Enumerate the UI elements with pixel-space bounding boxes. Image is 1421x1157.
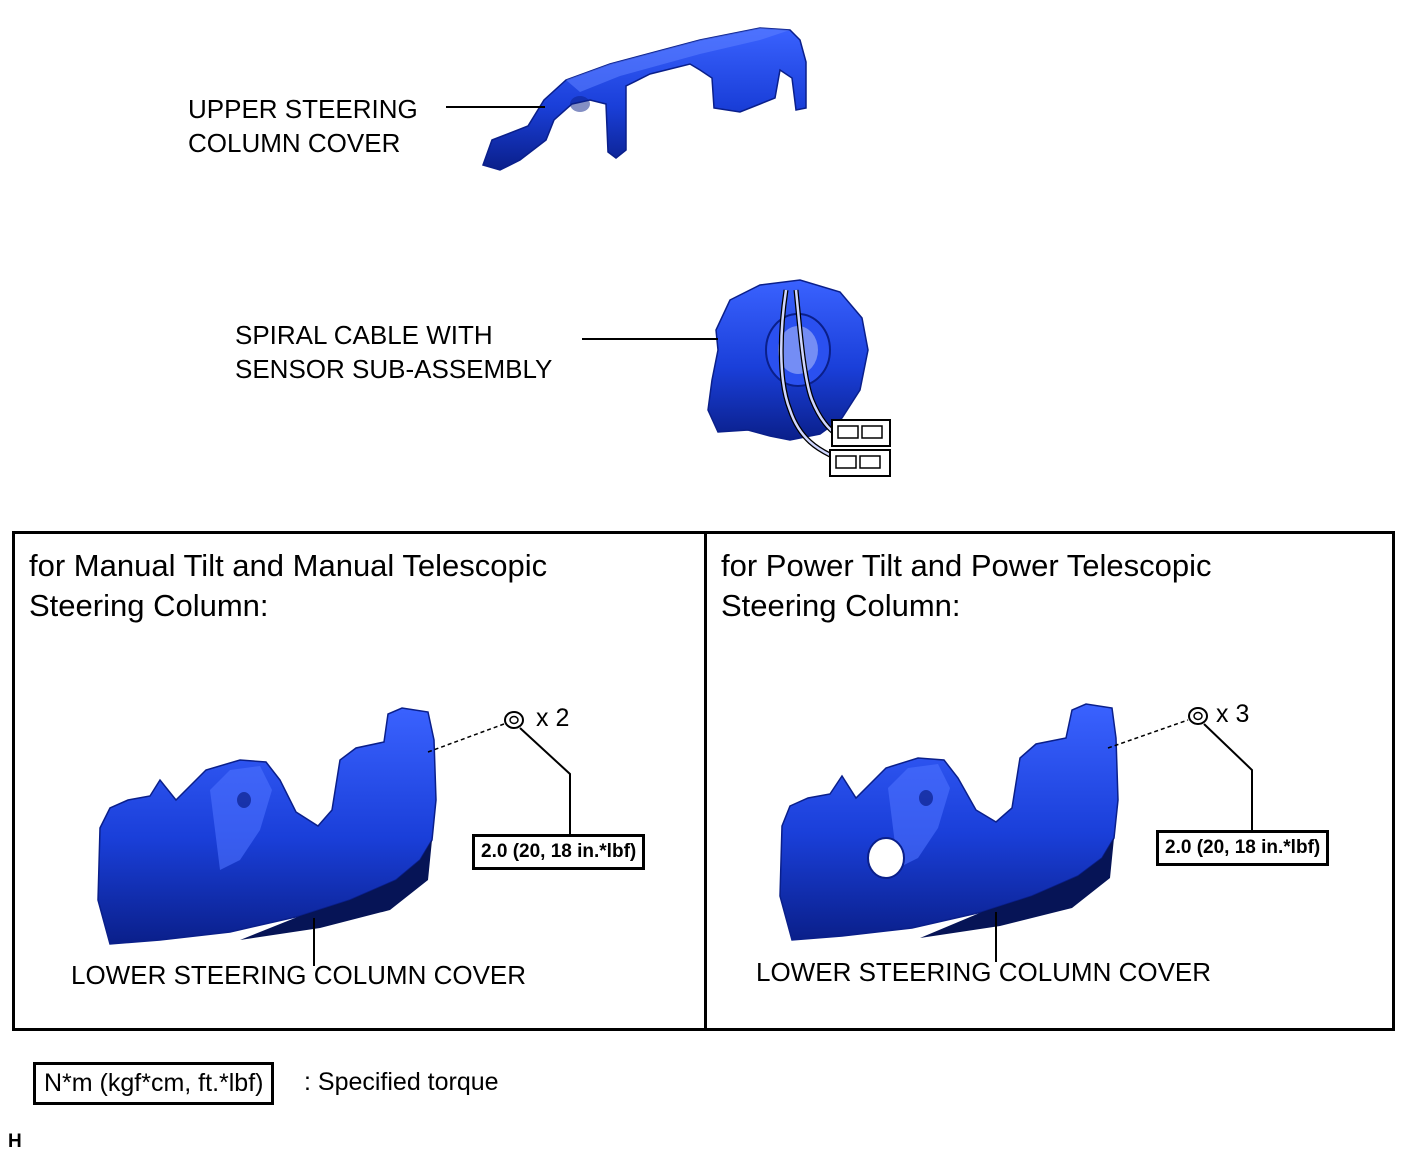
bolt-quantity: x 3 <box>1216 700 1250 728</box>
panel-title-line: for Manual Tilt and Manual Telescopic <box>29 548 548 583</box>
lower-cover-right-illustration <box>779 703 1119 941</box>
bolt-icon <box>504 711 524 729</box>
legend-description: : Specified torque <box>304 1068 499 1096</box>
panel-power-tilt: for Power Tilt and Power Telescopic Stee… <box>704 531 1395 1031</box>
upper-cover-label-line: COLUMN COVER <box>188 128 401 158</box>
bolt-quantity: x 2 <box>536 704 570 732</box>
spiral-cable-label-line: SPIRAL CABLE WITH <box>235 320 493 350</box>
panel-title-line: Steering Column: <box>721 588 961 623</box>
panel-manual-tilt: for Manual Tilt and Manual Telescopic St… <box>12 531 707 1031</box>
bolt-icon <box>1188 707 1208 725</box>
upper-cover-label-line: UPPER STEERING <box>188 94 418 124</box>
spiral-cable-illustration <box>707 279 891 477</box>
panel-title: for Power Tilt and Power Telescopic Stee… <box>721 546 1212 626</box>
panel-title: for Manual Tilt and Manual Telescopic St… <box>29 546 547 626</box>
lower-cover-label: LOWER STEERING COLUMN COVER <box>71 960 527 990</box>
upper-cover-label: UPPER STEERING COLUMN COVER <box>188 92 418 160</box>
panel-title-line: for Power Tilt and Power Telescopic <box>721 548 1212 583</box>
spiral-cable-label: SPIRAL CABLE WITH SENSOR SUB-ASSEMBLY <box>235 318 552 386</box>
upper-cover-illustration <box>482 27 807 171</box>
bolt-axis-right <box>1107 719 1189 749</box>
legend-unit-box: N*m (kgf*cm, ft.*lbf) <box>33 1062 275 1105</box>
torque-leader-left <box>519 727 571 834</box>
panel-title-line: Steering Column: <box>29 588 269 623</box>
lower-cover-left-illustration <box>97 707 437 945</box>
connector-icon <box>829 449 891 477</box>
torque-spec-box: 2.0 (20, 18 in.*lbf) <box>1156 830 1330 866</box>
torque-spec-box: 2.0 (20, 18 in.*lbf) <box>472 834 646 870</box>
torque-leader-right <box>1203 723 1253 830</box>
corner-mark: H <box>8 1131 22 1152</box>
lower-cover-label: LOWER STEERING COLUMN COVER <box>756 957 1212 987</box>
connector-icon <box>831 419 891 447</box>
spiral-cable-label-line: SENSOR SUB-ASSEMBLY <box>235 354 553 384</box>
